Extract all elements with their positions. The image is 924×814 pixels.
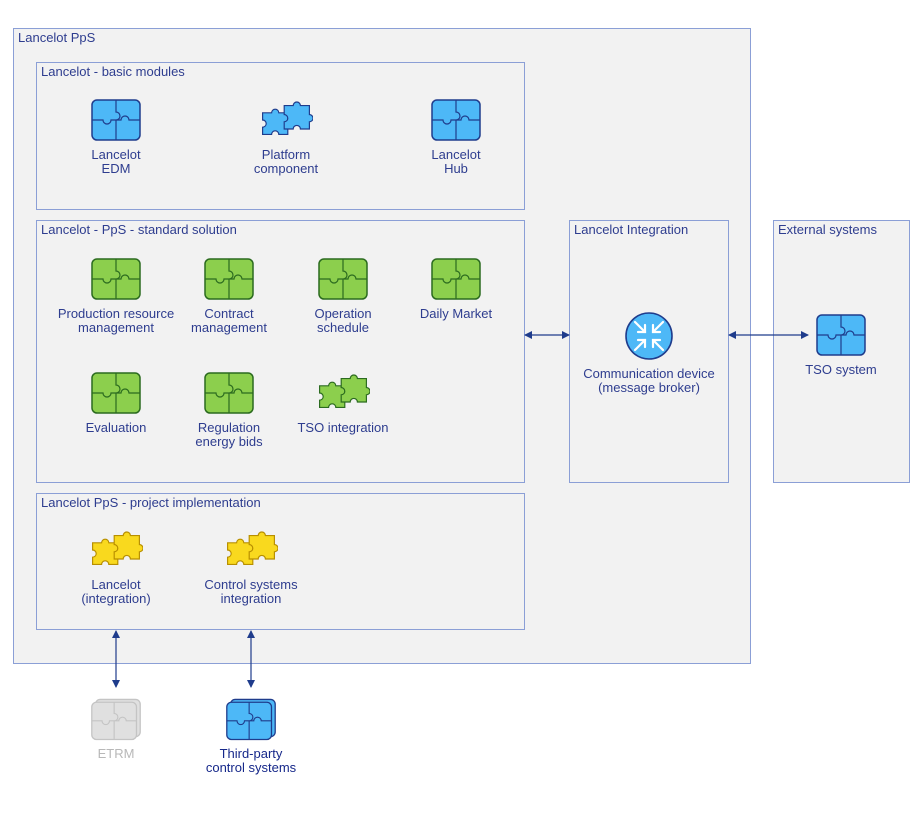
label-regulation: Regulation energy bids: [195, 420, 263, 449]
container-title-basic: Lancelot - basic modules: [41, 64, 185, 79]
node-platform-component: Platform component: [216, 98, 356, 176]
node-production-resource: Production resource management: [46, 257, 186, 335]
node-tso-integration: TSO integration: [273, 371, 413, 435]
node-daily-market: Daily Market: [386, 257, 526, 321]
node-third-party: Third-party control systems: [181, 697, 321, 775]
label-daily: Daily Market: [419, 306, 493, 321]
node-tso-system: TSO system: [771, 313, 911, 377]
label-lancelot-integration: Lancelot (integration): [81, 577, 151, 606]
label-tso-integration: TSO integration: [297, 420, 389, 435]
container-title-external: External systems: [778, 222, 877, 237]
puzzle-tile-icon: [318, 258, 368, 300]
puzzle-pieces-icon: [262, 101, 313, 135]
puzzle-pieces-icon: [319, 374, 370, 408]
node-operation-schedule: Operation schedule: [273, 257, 413, 335]
label-edm: Lancelot EDM: [91, 147, 141, 176]
stacked-puzzle-icon: [91, 698, 141, 741]
puzzle-tile-icon: [816, 314, 866, 356]
node-lancelot-integration: Lancelot (integration): [46, 528, 186, 606]
label-control-systems: Control systems integration: [204, 577, 298, 606]
label-third-party: Third-party control systems: [205, 746, 297, 775]
node-etrm: ETRM: [46, 697, 186, 761]
container-title-standard: Lancelot - PpS - standard solution: [41, 222, 237, 237]
stacked-puzzle-icon: [226, 698, 276, 741]
puzzle-tile-icon: [91, 99, 141, 141]
puzzle-tile-icon: [431, 99, 481, 141]
puzzle-tile-icon: [204, 258, 254, 300]
label-production: Production resource management: [57, 306, 175, 335]
label-etrm: ETRM: [97, 746, 135, 761]
node-contract-management: Contract management: [159, 257, 299, 335]
puzzle-pieces-icon: [227, 531, 278, 565]
puzzle-tile-icon: [431, 258, 481, 300]
node-control-systems: Control systems integration: [181, 528, 321, 606]
router-icon: [625, 312, 673, 360]
puzzle-tile-icon: [204, 372, 254, 414]
node-message-broker: Communication device (message broker): [579, 311, 719, 395]
container-title-pps: Lancelot PpS: [18, 30, 96, 45]
node-evaluation: Evaluation: [46, 371, 186, 435]
label-tso-system: TSO system: [805, 362, 877, 377]
container-title-integration: Lancelot Integration: [574, 222, 689, 237]
puzzle-tile-icon: [91, 372, 141, 414]
label-operation: Operation schedule: [314, 306, 372, 335]
node-lancelot-hub: Lancelot Hub: [386, 98, 526, 176]
node-regulation-energy-bids: Regulation energy bids: [159, 371, 299, 449]
puzzle-pieces-icon: [92, 531, 143, 565]
container-title-project: Lancelot PpS - project implementation: [41, 495, 261, 510]
label-broker: Communication device (message broker): [583, 366, 715, 395]
label-contract: Contract management: [191, 306, 267, 335]
puzzle-tile-icon: [91, 258, 141, 300]
label-hub: Lancelot Hub: [431, 147, 481, 176]
node-lancelot-edm: Lancelot EDM: [46, 98, 186, 176]
label-platform: Platform component: [253, 147, 319, 176]
container-project-implementation: Lancelot PpS - project implementation: [36, 493, 525, 630]
label-evaluation: Evaluation: [85, 420, 147, 435]
